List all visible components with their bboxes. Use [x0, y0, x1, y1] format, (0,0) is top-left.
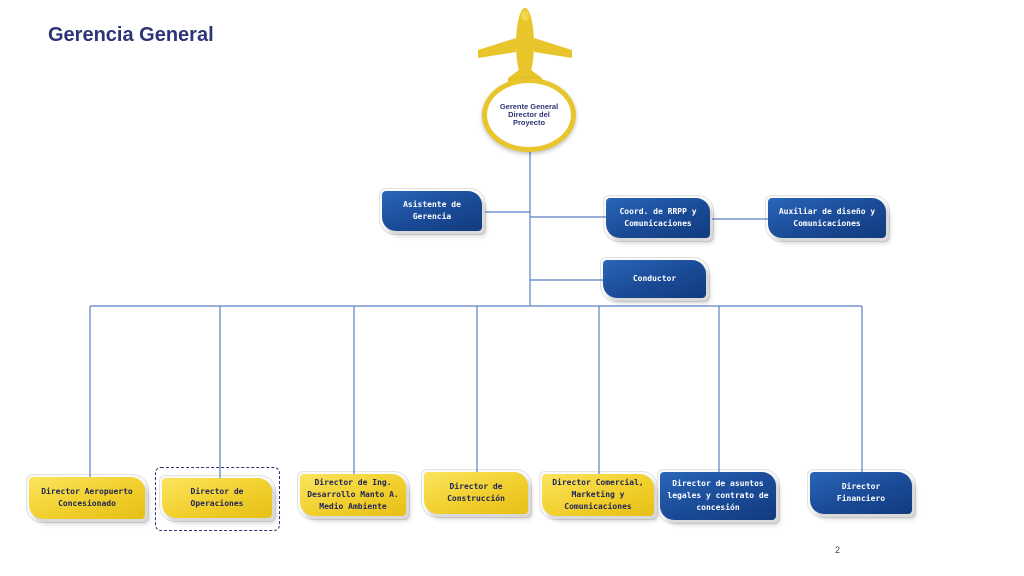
- asistente-gerencia-box: Asistente de Gerencia: [379, 188, 486, 235]
- airplane-icon: [478, 8, 572, 82]
- coord-rrpp-box: Coord. de RRPP y Comunicaciones: [603, 195, 714, 242]
- conductor-box: Conductor: [600, 257, 710, 302]
- director-comercial-box: Director Comercial, Marketing y Comunica…: [539, 471, 658, 520]
- director-financiero-box: Director Financiero: [807, 469, 916, 518]
- page-title: Gerencia General: [48, 24, 214, 46]
- director-construccion-box: Director de Construcción: [421, 469, 532, 518]
- page-number: 2: [835, 545, 841, 555]
- gerente-general-node: Gerente General Director del Proyecto: [482, 78, 576, 152]
- director-ingenieria-box: Director de Ing. Desarrollo Manto A. Med…: [297, 471, 410, 520]
- director-legales-box: Director de asuntos legales y contrato d…: [657, 469, 780, 524]
- selection-outline: [155, 467, 280, 531]
- director-aeropuerto-box: Director Aeropuerto Concesionado: [26, 474, 149, 523]
- auxiliar-diseno-box: Auxiliar de diseño y Comunicaciones: [765, 195, 890, 242]
- director-operaciones-box: Director de Operaciones: [159, 475, 276, 522]
